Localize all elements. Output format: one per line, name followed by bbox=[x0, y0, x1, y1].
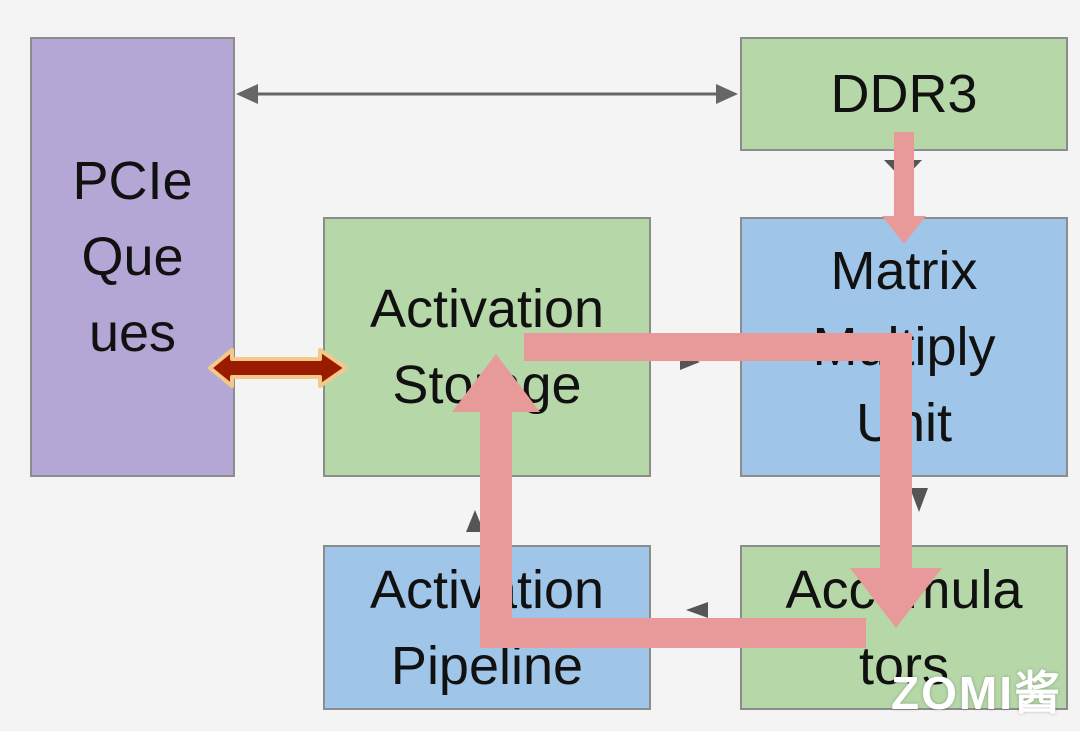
pcie-ddr3-connector bbox=[236, 84, 738, 104]
accumulators-line-2: tors bbox=[858, 635, 950, 696]
activation-storage-line-1: Activation bbox=[369, 279, 605, 339]
pcie-line-3: ues bbox=[88, 303, 177, 363]
ddr3-block: DDR3 bbox=[740, 37, 1068, 151]
ddr3-label: DDR3 bbox=[830, 64, 978, 124]
pcie-storage-double-arrow bbox=[208, 348, 348, 388]
pcie-queues-block: PCIe Que ues bbox=[30, 37, 235, 477]
accumulators-to-pipeline-arrowhead bbox=[686, 602, 708, 618]
accumulators-storage-highlight-arrow bbox=[452, 354, 866, 648]
ddr3-to-mmu-highlight-arrow bbox=[882, 132, 926, 244]
pcie-line-2: Que bbox=[81, 227, 184, 287]
storage-mmu-accumulators-highlight-arrow bbox=[524, 333, 942, 628]
watermark: ZOMI酱 bbox=[891, 667, 1062, 719]
mmu-to-accumulators-arrowhead bbox=[910, 488, 928, 512]
mmu-line-1: Matrix bbox=[830, 241, 978, 301]
pipeline-to-storage-arrowhead bbox=[466, 510, 484, 532]
pcie-line-1: PCIe bbox=[72, 151, 193, 211]
